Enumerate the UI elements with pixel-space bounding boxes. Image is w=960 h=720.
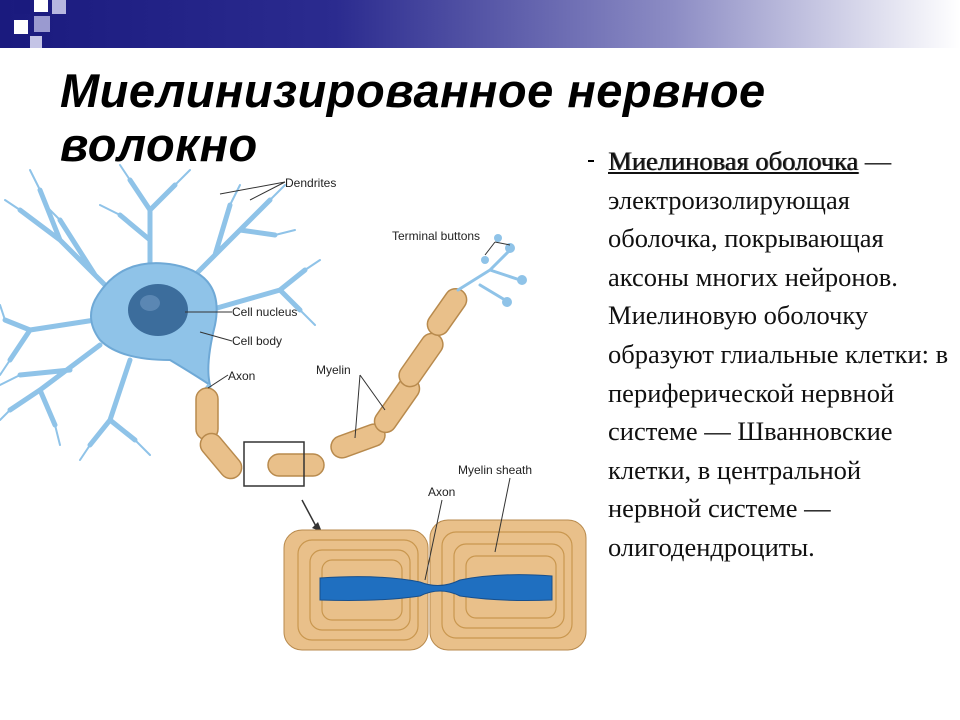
label-cell-body: Cell body bbox=[232, 334, 282, 348]
bullet-marker bbox=[588, 160, 594, 162]
definition-text: — электроизолирующая оболочка, покрывающ… bbox=[608, 146, 949, 562]
magnify-box bbox=[243, 441, 305, 487]
terminal-buttons bbox=[481, 234, 527, 307]
term-myelin-sheath: Миелиновая оболочка bbox=[608, 146, 859, 176]
decor-square bbox=[34, 0, 48, 12]
label-dendrites: Dendrites bbox=[285, 176, 336, 190]
label-terminal-buttons: Terminal buttons bbox=[392, 229, 480, 243]
definition-paragraph: Миелиновая оболочка — электроизолирующая… bbox=[588, 142, 956, 567]
decor-square bbox=[14, 20, 28, 34]
dendrites-twigs bbox=[0, 164, 321, 461]
label-axon: Axon bbox=[228, 369, 255, 383]
label-myelin: Myelin bbox=[316, 363, 351, 377]
label-axon-detail: Axon bbox=[428, 485, 455, 499]
myelin-sheath-detail bbox=[283, 519, 587, 651]
label-myelin-sheath: Myelin sheath bbox=[458, 463, 532, 477]
decor-square bbox=[14, 0, 30, 14]
label-cell-nucleus: Cell nucleus bbox=[232, 305, 297, 319]
neuron-diagram: Dendrites Terminal buttons Cell nucleus … bbox=[0, 164, 587, 651]
axon-detail-shape bbox=[319, 574, 553, 601]
terminal-branches bbox=[456, 248, 522, 302]
myelin-segments bbox=[195, 287, 468, 480]
header-bar bbox=[0, 0, 960, 48]
nucleus-shape bbox=[128, 284, 188, 336]
decor-square bbox=[34, 16, 50, 32]
dendrites-branches bbox=[2, 177, 308, 448]
slide-title: Миелинизированное нервное волокно bbox=[60, 64, 766, 162]
decor-square bbox=[30, 36, 42, 48]
decor-square bbox=[52, 0, 66, 14]
leader-lines bbox=[185, 181, 511, 581]
